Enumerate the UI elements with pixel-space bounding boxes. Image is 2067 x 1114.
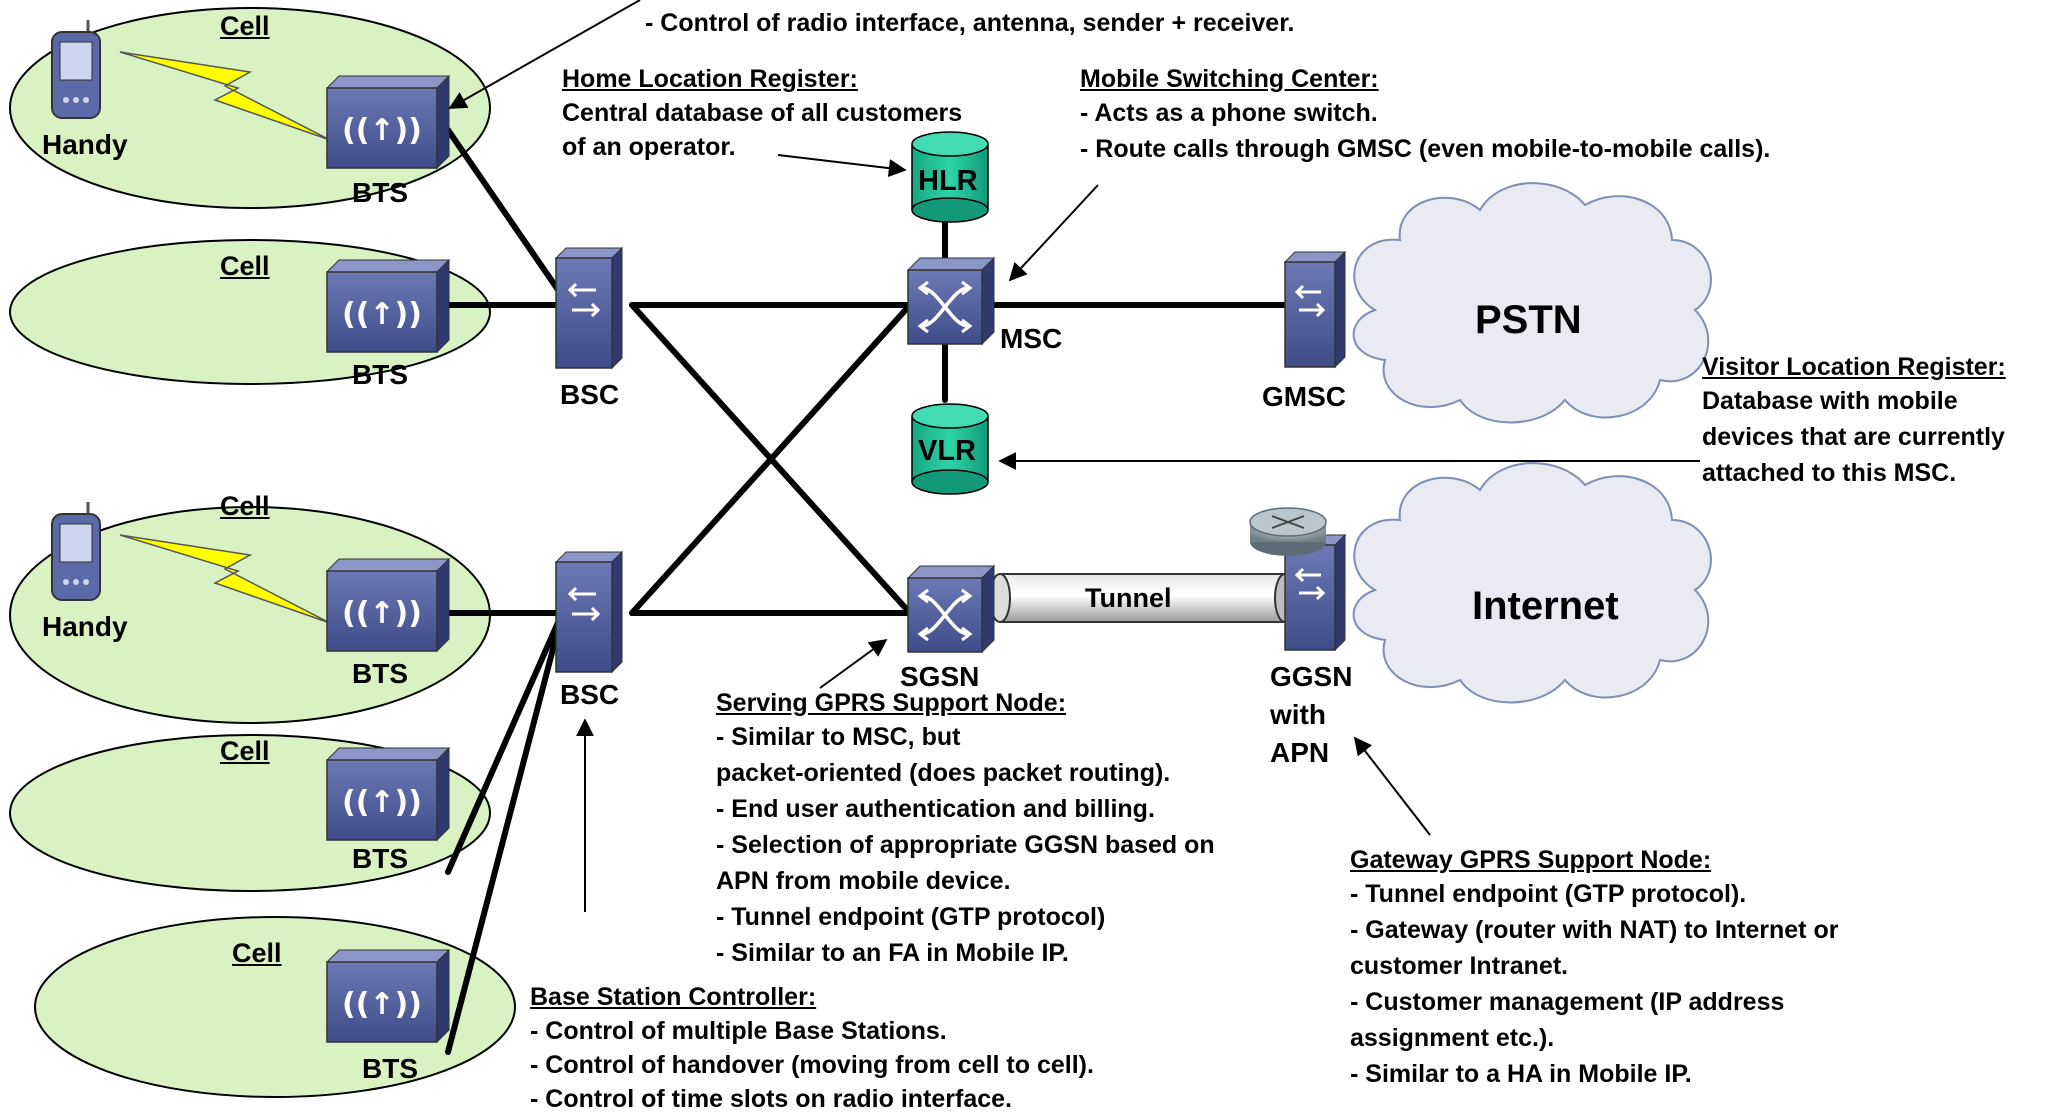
sgsn-callout-line: - Similar to MSC, but (716, 723, 961, 751)
cell-label: Cell (220, 491, 270, 521)
bts-callout-line: - Control of radio interface, antenna, s… (645, 9, 1295, 37)
bts-units: ((↑)) ((↑)) ((↑)) ((↑)) ((↑)) (325, 74, 451, 1044)
bts-antenna-icon: ((↑)) (325, 74, 451, 170)
hlr-callout-title: Home Location Register: (562, 65, 858, 93)
bts-label: BTS (352, 658, 408, 689)
msc-switch-icon (906, 256, 996, 346)
bsc-label: BSC (560, 679, 620, 710)
bts-antenna-icon: ((↑)) (325, 557, 451, 653)
tunnel-label: Tunnel (1085, 583, 1172, 613)
vlr-callout-title: Visitor Location Register: (1702, 353, 2006, 381)
svg-text:((↑)): ((↑)) (342, 987, 422, 1022)
sgsn-callout-line: - Selection of appropriate GGSN based on (716, 831, 1215, 859)
bts-antenna-icon: ((↑)) (325, 948, 451, 1044)
pstn-cloud (1352, 182, 1712, 424)
handy-label: Handy (42, 129, 128, 160)
sgsn-label: SGSN (900, 661, 980, 692)
sgsn-switch-icon (906, 564, 996, 654)
bts-antenna-icon: ((↑)) (325, 258, 451, 354)
bsc-switch-icon (554, 550, 624, 674)
ggsn-callout-title: Gateway GPRS Support Node: (1350, 846, 1712, 874)
vlr-label: VLR (918, 435, 976, 467)
hlr-callout-line: of an operator. (562, 133, 736, 161)
svg-text:((↑)): ((↑)) (342, 113, 422, 148)
vlr-callout-line: Database with mobile (1702, 387, 1958, 415)
msc-callout-title: Mobile Switching Center: (1080, 65, 1379, 93)
internet-cloud (1352, 462, 1712, 704)
ggsn-callout-line: assignment etc.). (1350, 1024, 1555, 1052)
msc-callout-line: - Acts as a phone switch. (1080, 99, 1378, 127)
ggsn-callout-line: - Tunnel endpoint (GTP protocol). (1350, 880, 1747, 908)
ggsn-callout-line: - Similar to a HA in Mobile IP. (1350, 1060, 1692, 1088)
bts-label: BTS (362, 1053, 418, 1084)
ggsn-label-apn: APN (1270, 737, 1330, 768)
ggsn-callout-line: - Customer management (IP address (1350, 988, 1785, 1016)
sgsn-callout-title: Serving GPRS Support Node: (716, 689, 1067, 717)
handy-phone-icon (51, 502, 101, 601)
ggsn-callout-line: - Gateway (router with NAT) to Internet … (1350, 916, 1839, 944)
router-icon (1249, 507, 1327, 556)
pstn-label: PSTN (1475, 298, 1582, 342)
gmsc-label: GMSC (1262, 381, 1346, 412)
svg-text:((↑)): ((↑)) (342, 297, 422, 332)
sgsn-callout-line: - Similar to an FA in Mobile IP. (716, 939, 1069, 967)
gmsc-switch-icon (1283, 250, 1347, 369)
cell-label: Cell (232, 938, 282, 968)
bsc-callout-line: - Control of handover (moving from cell … (530, 1051, 1094, 1079)
bsc-switch-icon (554, 246, 624, 370)
hlr-database-icon (911, 131, 989, 223)
hlr-label: HLR (918, 165, 978, 197)
cell-label: Cell (220, 736, 270, 766)
handy-label: Handy (42, 611, 128, 642)
ggsn-label: GGSN (1270, 661, 1353, 692)
bts-label: BTS (352, 843, 408, 874)
sgsn-callout-line: APN from mobile device. (716, 867, 1011, 895)
handy-phone-icon (51, 20, 101, 119)
cell-label: Cell (220, 11, 270, 41)
network-links (445, 127, 1288, 1055)
gtp-tunnel (989, 573, 1296, 623)
sgsn-callout-line: - Tunnel endpoint (GTP protocol) (716, 903, 1106, 931)
svg-text:((↑)): ((↑)) (342, 596, 422, 631)
bts-antenna-icon: ((↑)) (325, 746, 451, 842)
hlr-callout-line: Central database of all customers (562, 99, 963, 127)
msc-callout-line: - Route calls through GMSC (even mobile-… (1080, 135, 1771, 163)
ggsn-label-with: with (1270, 699, 1326, 730)
sgsn-callout-line: - End user authentication and billing. (716, 795, 1155, 823)
vlr-callout-line: devices that are currently (1702, 423, 2005, 451)
svg-text:((↑)): ((↑)) (342, 785, 422, 820)
ggsn-callout-line: customer Intranet. (1350, 952, 1569, 980)
vlr-callout-line: attached to this MSC. (1702, 459, 1957, 487)
bts-label: BTS (352, 177, 408, 208)
bsc-callout-title: Base Station Controller: (530, 983, 817, 1011)
msc-label: MSC (1000, 323, 1063, 354)
vlr-database-icon (911, 403, 989, 495)
sgsn-callout-line: packet-oriented (does packet routing). (716, 759, 1171, 787)
bsc-label: BSC (560, 379, 620, 410)
bsc-callout-line: - Control of time slots on radio interfa… (530, 1085, 1012, 1113)
bts-label: BTS (352, 359, 408, 390)
internet-label: Internet (1472, 584, 1619, 628)
cell-label: Cell (220, 251, 270, 281)
annotation-arrows (448, 0, 1700, 912)
bsc-callout-line: - Control of multiple Base Stations. (530, 1017, 947, 1045)
